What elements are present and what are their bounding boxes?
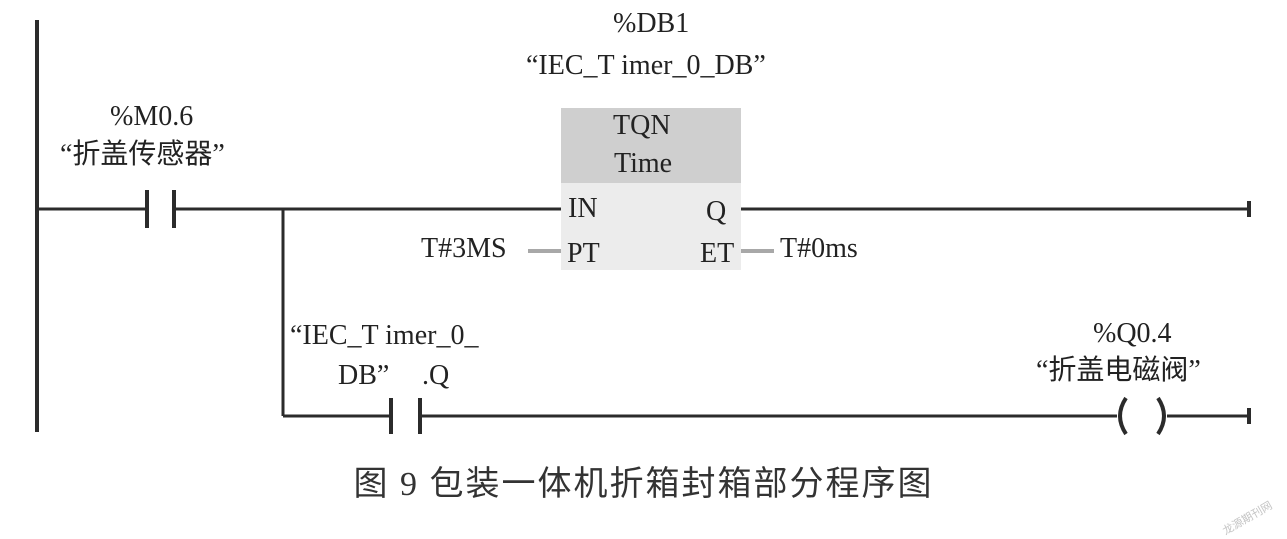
pt-value: T#3MS bbox=[421, 233, 507, 264]
pin-q-label: Q bbox=[706, 196, 727, 227]
timer-type: TQN bbox=[613, 110, 671, 141]
input-contact-name: “折盖传感器” bbox=[60, 139, 225, 170]
timer-q-contact-suffix: .Q bbox=[422, 360, 450, 391]
output-coil-name: “折盖电磁阀” bbox=[1036, 355, 1201, 386]
output-coil-address: %Q0.4 bbox=[1093, 318, 1172, 349]
pin-pt-label: PT bbox=[567, 238, 600, 269]
coil-right-arc bbox=[1156, 396, 1166, 436]
ladder-diagram bbox=[35, 20, 1251, 436]
timer-db-name: “IEC_T imer_0_DB” bbox=[526, 50, 766, 81]
coil-left-arc bbox=[1118, 396, 1128, 436]
input-contact-address: %M0.6 bbox=[110, 101, 194, 132]
timer-db-address: %DB1 bbox=[613, 8, 690, 39]
timer-block-header bbox=[561, 108, 741, 183]
et-value: T#0ms bbox=[780, 233, 858, 264]
pin-in-label: IN bbox=[568, 193, 598, 224]
timer-q-contact-name-line1: “IEC_T imer_0_ bbox=[290, 320, 479, 351]
pin-et-label: ET bbox=[700, 238, 735, 269]
timer-block[interactable] bbox=[561, 108, 741, 270]
figure-caption: 图 9 包装一体机折箱封箱部分程序图 bbox=[353, 466, 934, 503]
timer-subtitle: Time bbox=[614, 148, 673, 179]
timer-q-contact-name-line2: DB” bbox=[338, 360, 390, 391]
